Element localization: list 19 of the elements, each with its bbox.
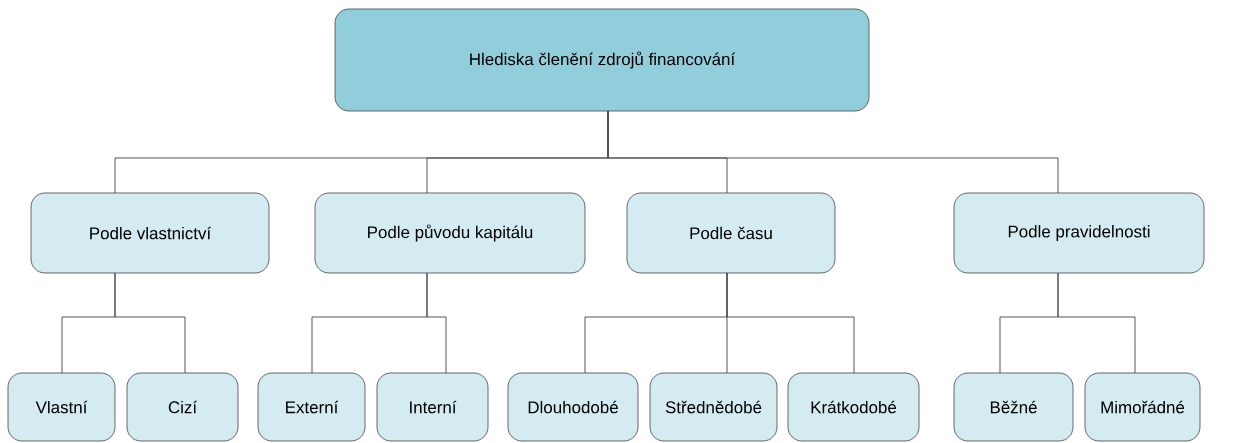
subcategory-box: Běžné	[953, 372, 1074, 442]
subcategory-box: Mimořádné	[1084, 372, 1201, 442]
category-box: Podle původu kapitálu	[314, 192, 586, 274]
category-box: Podle pravidelnosti	[953, 192, 1205, 274]
subcategory-box: Střednědobé	[649, 372, 778, 442]
connector	[114, 272, 186, 374]
subcategory-box: Vlastní	[7, 372, 116, 442]
subcategory-box: Dlouhodobé	[507, 372, 639, 442]
connector	[1057, 272, 1136, 374]
subcategory-box: Interní	[376, 372, 489, 442]
connector	[426, 272, 447, 374]
category-box: Podle vlastnictví	[30, 192, 270, 274]
connector	[607, 110, 1059, 194]
category-box: Podle času	[626, 192, 836, 274]
subcategory-box: Externí	[257, 372, 366, 442]
root-box: Hlediska členění zdrojů financování	[334, 8, 870, 112]
subcategory-box: Cizí	[126, 372, 239, 442]
connector	[726, 272, 855, 374]
subcategory-box: Krátkodobé	[787, 372, 920, 442]
